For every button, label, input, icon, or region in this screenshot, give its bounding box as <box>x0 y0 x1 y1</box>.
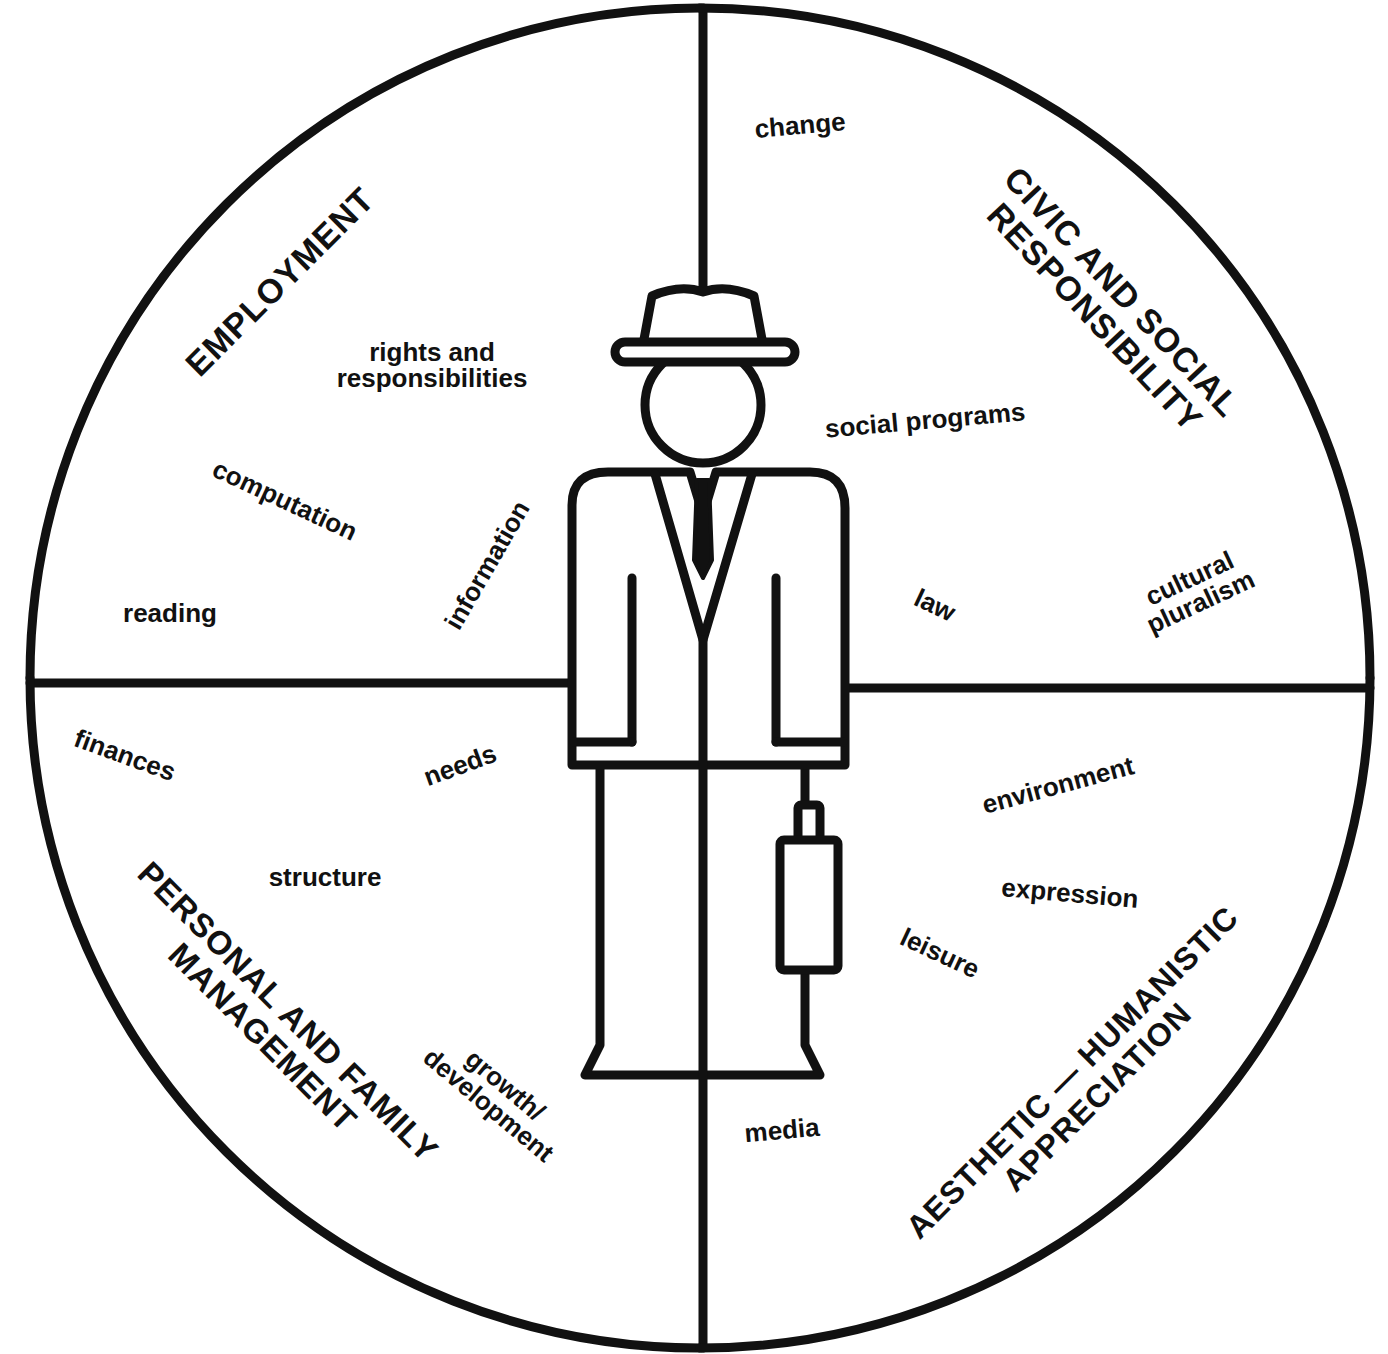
topic-label: law <box>911 584 960 625</box>
arm-line <box>628 578 637 742</box>
circle-arc <box>700 678 1370 1348</box>
lapels <box>655 474 752 640</box>
topic-label: structure <box>269 864 382 890</box>
topic-label: information <box>440 497 534 634</box>
quadrant-outline <box>0 0 700 678</box>
topic-label: leisure <box>897 924 984 983</box>
topic-label: media <box>743 1114 820 1146</box>
hat-brim <box>615 342 795 362</box>
cuff-line <box>574 738 632 747</box>
topic-label: environment <box>979 752 1136 817</box>
quadrant-heading: PERSONAL AND FAMILY MANAGEMENT <box>83 833 467 1217</box>
topic-label: cultural pluralism <box>1116 535 1274 646</box>
divider-line <box>30 679 572 688</box>
circle-arc <box>30 678 700 1348</box>
arm-line <box>772 578 781 742</box>
topic-label: finances <box>71 725 179 786</box>
divider-line <box>699 640 708 1348</box>
topic-label: reading <box>123 600 217 626</box>
topic-label: needs <box>420 740 500 790</box>
quadrant-region: AESTHETIC — HUMANISTIC APPRECIATIONenvir… <box>700 678 1388 1354</box>
quadrant-region: CIVIC AND SOCIAL RESPONSIBILITYchangesoc… <box>700 0 1388 678</box>
cuff-line <box>776 738 843 747</box>
briefcase <box>780 840 838 970</box>
quadrant-outline <box>700 0 1388 678</box>
quadrant-region: EMPLOYMENTrights and responsibilities com… <box>0 0 700 678</box>
divider-line <box>699 8 708 292</box>
divider-line <box>845 684 1370 693</box>
topic-label: change <box>754 108 847 142</box>
circle-arc <box>30 8 700 678</box>
quadrant-heading: EMPLOYMENT <box>178 180 381 383</box>
coat <box>572 472 845 765</box>
quadrant-outline <box>0 678 700 1354</box>
quadrant-region: PERSONAL AND FAMILY MANAGEMENT finances ne… <box>0 678 700 1354</box>
tie <box>694 480 712 578</box>
topic-label: social programs <box>824 398 1026 441</box>
topic-label: rights and responsibilities <box>307 339 557 391</box>
topic-label: expression <box>1000 874 1139 912</box>
topic-label: computation <box>209 455 361 544</box>
circle-arc <box>700 8 1370 678</box>
